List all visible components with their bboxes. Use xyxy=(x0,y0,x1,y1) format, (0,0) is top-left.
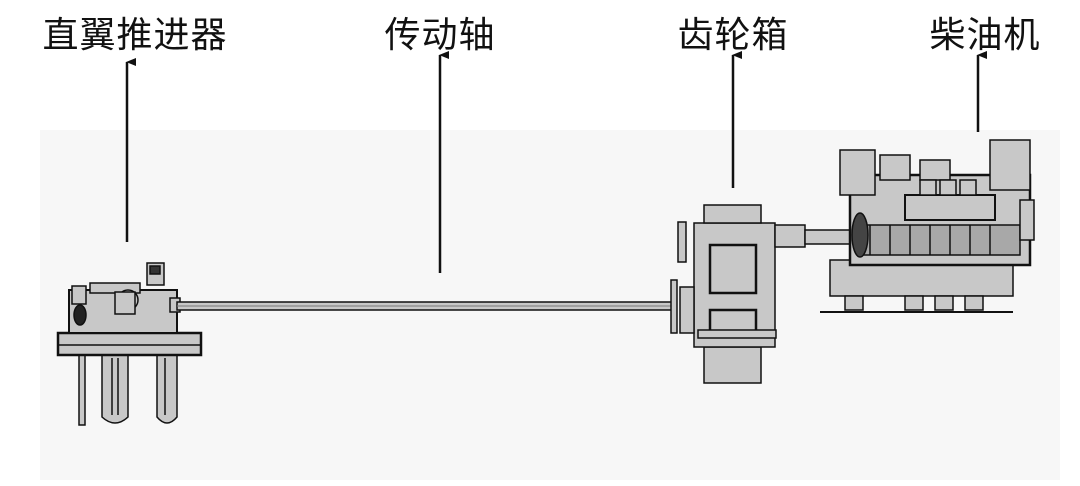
label-engine: 柴油机 xyxy=(929,15,1041,56)
label-thruster: 直翼推进器 xyxy=(42,15,228,56)
gearbox xyxy=(670,204,854,384)
thruster xyxy=(56,262,203,426)
label-shaft: 传动轴 xyxy=(384,15,496,56)
label-gearbox: 齿轮箱 xyxy=(677,15,789,56)
diesel-engine xyxy=(820,139,1035,313)
drive-shaft xyxy=(176,301,675,311)
